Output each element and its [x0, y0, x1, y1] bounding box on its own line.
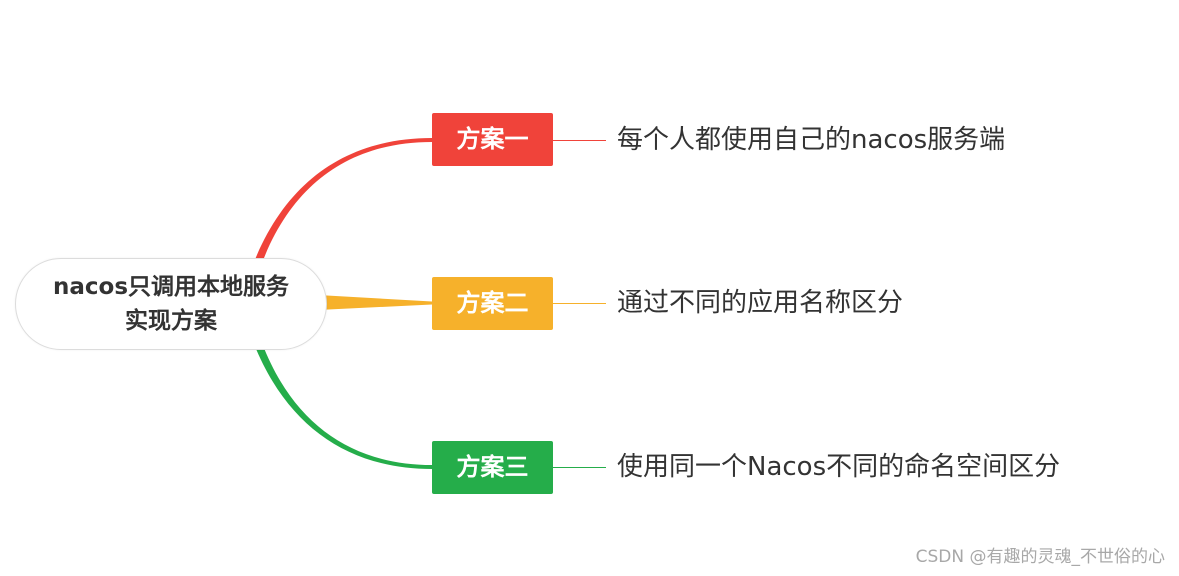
branch-topic-2-label: 方案二 — [456, 289, 529, 317]
branch-topic-1-label: 方案一 — [456, 125, 529, 153]
branch-connector-2 — [318, 295, 432, 310]
central-topic-line-2: 实现方案 — [125, 308, 217, 334]
branch-connector-1 — [254, 138, 432, 263]
subtopic-1[interactable]: 每个人都使用自己的nacos服务端 — [617, 125, 1006, 155]
subtopic-3[interactable]: 使用同一个Nacos不同的命名空间区分 — [617, 452, 1061, 482]
branch-topic-3-label: 方案三 — [456, 453, 529, 481]
branch-connector-3 — [254, 343, 432, 469]
subtopic-2[interactable]: 通过不同的应用名称区分 — [617, 288, 904, 318]
central-topic-line-1: nacos只调用本地服务 — [52, 274, 290, 300]
central-topic[interactable]: nacos只调用本地服务 实现方案 — [15, 258, 327, 350]
branch-topic-3[interactable]: 方案三 — [432, 441, 553, 494]
branch-topic-2[interactable]: 方案二 — [432, 277, 553, 330]
branch-topic-1[interactable]: 方案一 — [432, 113, 553, 166]
watermark: CSDN @有趣的灵魂_不世俗的心 — [915, 547, 1165, 567]
